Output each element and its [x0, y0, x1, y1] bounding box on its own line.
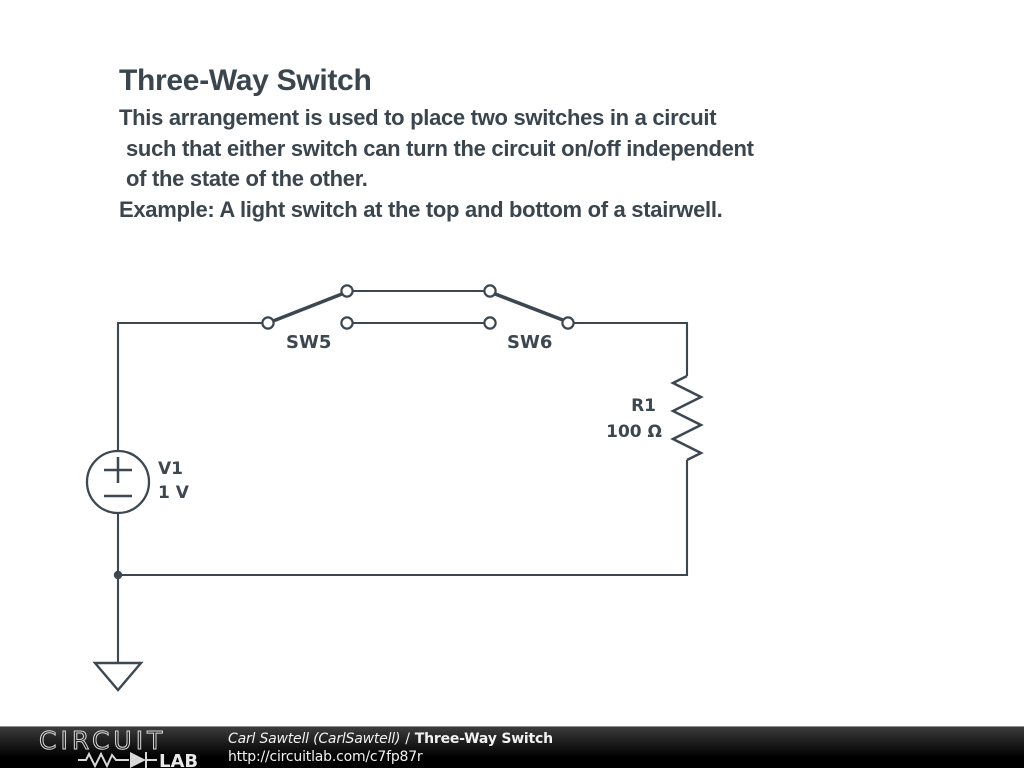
- sw6-throw-bottom-terminal: [483, 316, 497, 330]
- description: This arrangement is used to place two sw…: [119, 103, 754, 225]
- description-line: such that either switch can turn the cir…: [126, 135, 754, 161]
- wires: [116, 289, 689, 663]
- switch-sw5: SW5: [261, 284, 354, 353]
- logo-word-circuit: CIRCUIT: [39, 728, 166, 755]
- v1-value-label: 1 V: [158, 483, 190, 503]
- page-title: Three-Way Switch: [119, 64, 372, 98]
- sw6-lever: [488, 290, 570, 324]
- resistor-r1: R1 100 Ω: [606, 374, 704, 462]
- resistor-zigzag: [670, 374, 704, 462]
- ground-triangle-icon: [92, 661, 144, 692]
- r1-name-label: R1: [631, 396, 656, 416]
- description-line: This arrangement is used to place two sw…: [119, 105, 717, 130]
- logo-word-lab: LAB: [159, 751, 198, 768]
- sw5-label: SW5: [286, 332, 331, 353]
- credit-line: Carl Sawtell (CarlSawtell)/Three-Way Swi…: [228, 730, 553, 748]
- logo-diode-bar-icon: [145, 751, 157, 768]
- ground-symbol: [92, 570, 144, 692]
- junction-dot: [113, 570, 123, 580]
- switch-sw6: SW6: [483, 284, 575, 353]
- work-title: Three-Way Switch: [414, 730, 553, 747]
- r1-value-label: 100 Ω: [606, 422, 662, 442]
- logo-diode-icon: [130, 751, 146, 768]
- sw5-common-terminal: [261, 316, 275, 330]
- circuitlab-logo: CIRCUIT LAB: [39, 728, 198, 768]
- footer-credits: Carl Sawtell (CarlSawtell)/Three-Way Swi…: [228, 730, 553, 766]
- plus-sign-icon: [104, 457, 132, 483]
- description-line: of the state of the other.: [126, 166, 368, 192]
- credit-separator: /: [405, 730, 410, 747]
- footer-bar: CIRCUIT LAB Carl Sawtell (CarlSawtell)/T…: [0, 726, 1024, 768]
- sw6-common-terminal: [561, 316, 575, 330]
- sw6-label: SW6: [507, 332, 552, 353]
- circuit-url: http://circuitlab.com/c7fp87r: [228, 748, 423, 765]
- v1-name-label: V1: [158, 459, 183, 479]
- sw6-throw-top-terminal: [483, 284, 497, 298]
- sw5-throw-bottom-terminal: [340, 316, 354, 330]
- logo-resistor-icon: [78, 751, 129, 768]
- voltage-source-v1: V1 1 V: [85, 449, 190, 515]
- sw5-throw-top-terminal: [340, 284, 354, 298]
- sw5-lever: [266, 290, 349, 325]
- author-name: Carl Sawtell (CarlSawtell): [228, 730, 401, 747]
- description-line: Example: A light switch at the top and b…: [119, 196, 723, 222]
